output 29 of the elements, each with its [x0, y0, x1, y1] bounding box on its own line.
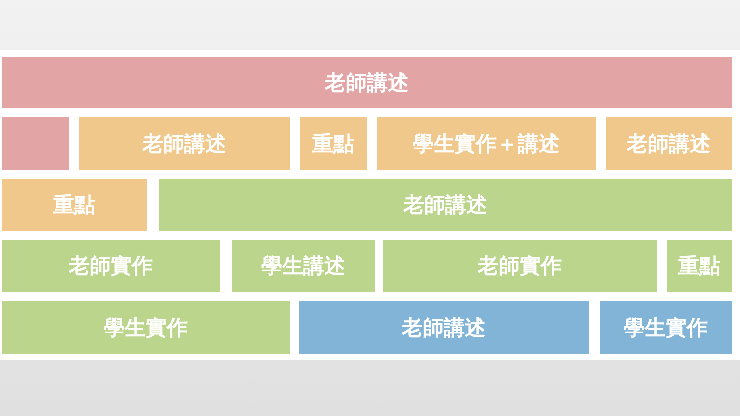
empty-block [2, 117, 69, 170]
block-label: 重點 [54, 192, 96, 219]
schedule-block [2, 301, 290, 354]
schedule-block [377, 117, 596, 170]
schedule-block [300, 117, 367, 170]
schedule-block [232, 240, 375, 292]
schedule-block [2, 179, 147, 231]
schedule-block [2, 240, 220, 292]
block-label: 老師實作 [69, 253, 153, 280]
block-label: 老師講述 [627, 130, 711, 158]
block-label: 學生實作 [104, 314, 188, 342]
schedule-block [383, 240, 657, 292]
block-label: 老師講述 [142, 130, 226, 158]
block-label: 老師講述 [402, 314, 486, 342]
block-label: 老師講述 [404, 192, 488, 219]
block-label: 學生實作＋講述 [413, 130, 560, 158]
schedule-block [606, 117, 732, 170]
block-label: 學生實作 [624, 314, 708, 342]
schedule-block [299, 301, 589, 354]
schedule-block [159, 179, 732, 231]
block-label: 重點 [312, 130, 354, 158]
schedule-block [667, 240, 732, 292]
block-label: 老師講述 [325, 70, 409, 96]
block-label: 學生講述 [262, 253, 346, 280]
schedule-block [79, 117, 290, 170]
schedule-block [600, 301, 732, 354]
block-label: 重點 [678, 253, 720, 280]
block-label: 老師實作 [478, 253, 562, 280]
schedule-block [2, 57, 732, 108]
